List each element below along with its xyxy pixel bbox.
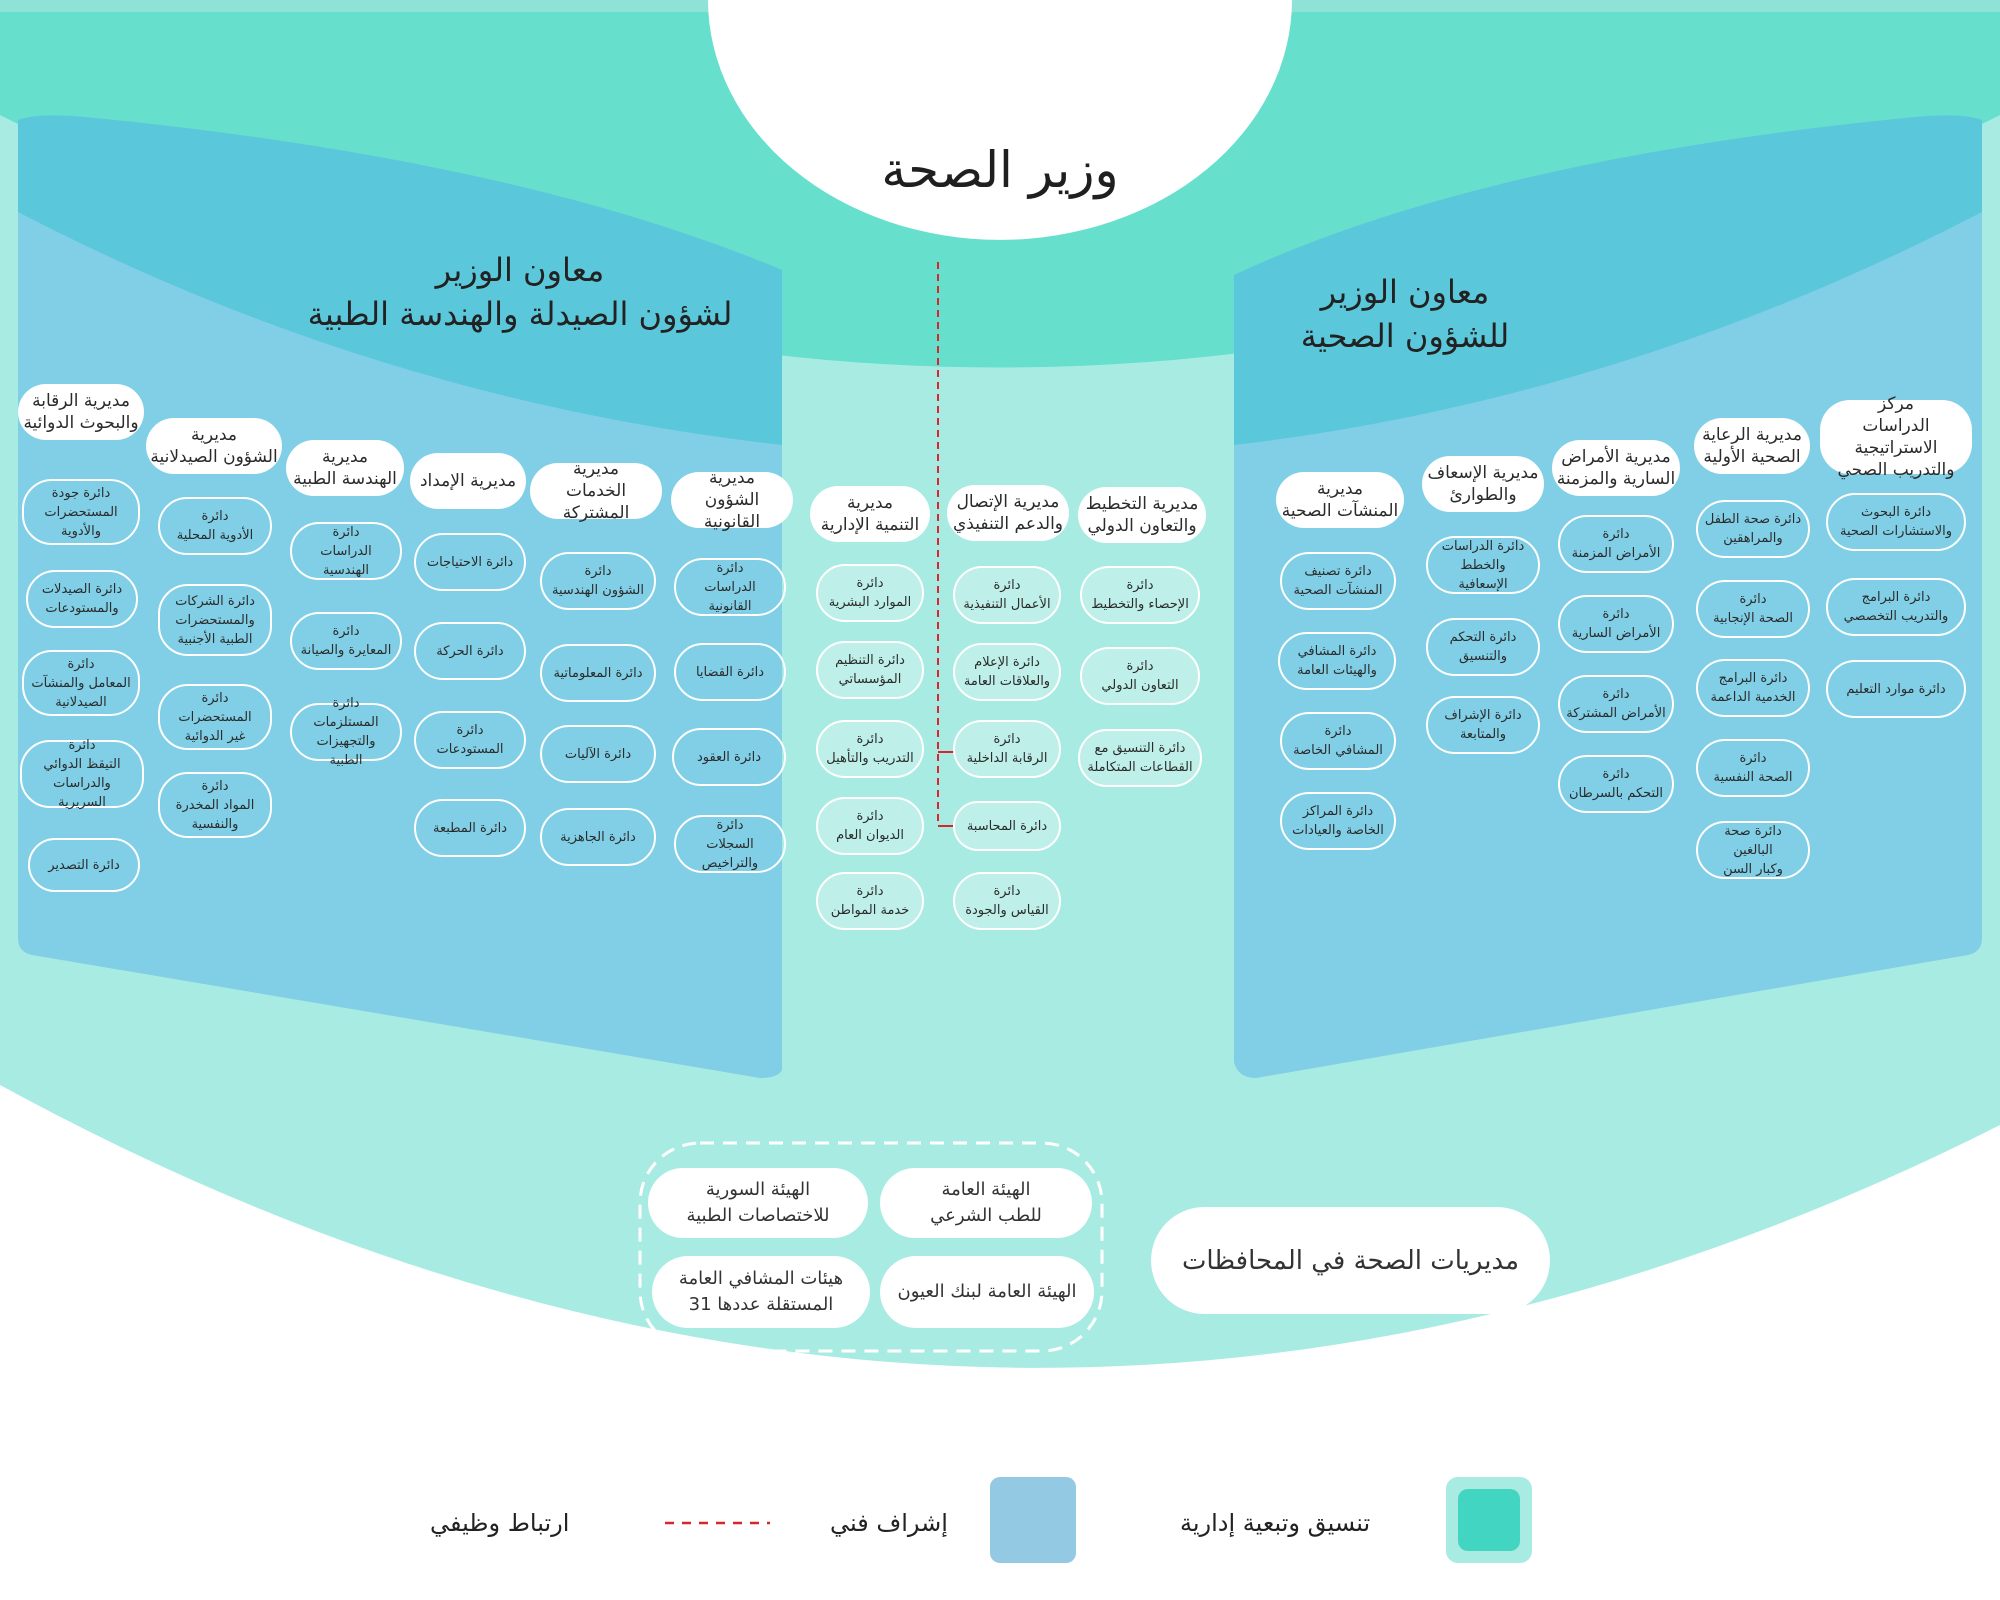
minister-title: وزير الصحة [881,141,1119,199]
entity-group-frame [638,1141,1104,1353]
department-box: دائرة الإشراف والمتابعة [1426,696,1540,754]
department-box: دائرة صحة البالغين وكبار السن [1696,821,1810,879]
department-box: دائرة الإعلام والعلاقات العامة [953,643,1061,701]
directorate-header: مديرية الخدمات المشتركة [530,459,662,523]
department-box: دائرة الموارد البشرية [816,564,924,622]
directorate-header: مركز الدراسات الاستراتيجية والتدريب الصح… [1820,394,1972,480]
department-box: دائرة المشافي والهيئات العامة [1278,632,1396,690]
department-box: دائرة البحوث والاستشارات الصحية [1826,493,1966,551]
department-box: دائرة الدراسات الهندسية [290,522,402,580]
department-box: دائرة المستودعات [414,711,526,769]
department-box: دائرة العقود [672,728,786,786]
department-box: دائرة الحركة [414,622,526,680]
department-box: دائرة الصحة النفسية [1696,739,1810,797]
department-box: دائرة المحاسبة [953,801,1061,851]
directorate-header: مديرية الإمداد [410,453,526,509]
entity-hospitals-authorities: هيئات المشافي العامة المستقلة عددها 31 [652,1256,870,1328]
department-box: دائرة التحكم بالسرطان [1558,755,1674,813]
entity-governorate-directorates: مديريات الصحة في المحافظات [1151,1207,1550,1314]
department-box: دائرة الأعمال التنفيذية [953,566,1061,624]
department-box: دائرة الأمراض السارية [1558,595,1674,653]
entity-syrian-board: الهيئة السورية للاختصاصات الطبية [648,1168,868,1238]
legend-swatch-technical [990,1477,1076,1563]
department-box: دائرة التدريب والتأهيل [816,720,924,778]
department-box: دائرة المعلوماتية [540,644,656,702]
department-box: دائرة المعامل والمنشآت الصيدلانية [22,650,140,716]
department-box: دائرة التنسيق مع القطاعات المتكاملة [1078,729,1202,787]
department-box: دائرة السجلات والتراخيص [674,815,786,873]
department-box: دائرة خدمة المواطن [816,872,924,930]
entity-eye-bank: الهيئة العامة لبنك العيون [880,1256,1094,1328]
deputy-pharma-title: معاون الوزير لشؤون الصيدلة والهندسة الطب… [307,251,733,333]
deputy-health-title: معاون الوزير للشؤون الصحية [1300,273,1510,355]
directorate-header: مديرية الإتصال والدعم التنفيذي [947,485,1069,541]
legend-label-technical: إشراف فني [830,1509,948,1537]
department-box: دائرة البرامج الخدمية الداعمة [1696,659,1810,717]
directorate-header: مديرية الرعاية الصحية الأولية [1694,418,1810,474]
department-box: دائرة التصدير [28,838,140,892]
department-box: دائرة الإحصاء والتخطيط [1080,566,1200,624]
department-box: دائرة التحكم والتنسيق [1426,618,1540,676]
legend-label-coordination: تنسيق وتبعية إدارية [1180,1509,1371,1537]
minister-circle [708,0,1292,240]
department-box: دائرة الأدوية المحلية [158,497,272,555]
department-box: دائرة الأمراض المزمنة [1558,515,1674,573]
department-box: دائرة البرامج والتدريب التخصصي [1826,578,1966,636]
legend-swatch-coordination-inner [1458,1489,1520,1551]
department-box: دائرة موارد التعليم [1826,660,1966,718]
department-box: دائرة الاحتياجات [414,533,526,591]
department-box: دائرة الجاهزية [540,808,656,866]
directorate-header: مديرية الشؤون الصيدلانية [146,418,282,474]
technical-overlap-left [18,115,782,445]
department-box: دائرة الآليات [540,725,656,783]
directorate-header: مديرية التخطيط والتعاون الدولي [1078,487,1206,543]
department-box: دائرة الشؤون الهندسية [540,552,656,610]
department-box: دائرة الصيدلات والمستودعات [26,570,138,628]
directorate-header: مديرية الشؤون القانونية [671,468,793,532]
directorate-header: مديرية المنشآت الصحية [1276,472,1404,528]
department-box: دائرة المشافي الخاصة [1280,712,1396,770]
department-box: دائرة الشركات والمستحضرات الطبية الأجنبي… [158,584,272,656]
department-box: دائرة المستلزمات والتجهيزات الطبية [290,696,402,768]
department-box: دائرة الدراسات والخطط الإسعافية [1426,536,1540,594]
department-box: دائرة الصحة الإنجابية [1696,580,1810,638]
department-box: دائرة تصنيف المنشآت الصحية [1280,552,1396,610]
directorate-header: مديرية الأمراض السارية والمزمنة [1552,440,1680,496]
department-box: دائرة الرقابة الداخلية [953,720,1061,778]
department-box: دائرة المستحضرات غير الدوائية [158,684,272,750]
directorate-header: مديرية الهندسة الطبية [286,440,404,496]
department-box: دائرة جودة المستحضرات والأدوية [22,479,140,545]
department-box: دائرة الدراسات القانونية [674,558,786,616]
entity-forensic-medicine: الهيئة العامة للطب الشرعي [880,1168,1092,1238]
department-box: دائرة القياس والجودة [953,872,1061,930]
directorate-header: مديرية التنمية الإدارية [810,486,930,542]
department-box: دائرة التيقظ الدوائي والدراسات السريرية [20,738,144,810]
department-box: دائرة الأمراض المشتركة [1558,675,1674,733]
legend-label-functional: ارتباط وظيفي [430,1509,570,1537]
technical-overlap-right [1234,115,1982,445]
department-box: دائرة صحة الطفل والمراهقين [1696,500,1810,558]
department-box: دائرة التعاون الدولي [1080,647,1200,705]
department-box: دائرة المعايرة والصيانة [290,612,402,670]
department-box: دائرة القضايا [674,643,786,701]
directorate-header: مديرية الإسعاف والطوارئ [1422,456,1544,512]
department-box: دائرة المواد المخدرة والنفسية [158,772,272,838]
department-box: دائرة المطبعة [414,799,526,857]
directorate-header: مديرية الرقابة والبحوث الدوائية [18,384,144,440]
department-box: دائرة المراكز الخاصة والعيادات [1280,792,1396,850]
department-box: دائرة الديوان العام [816,797,924,855]
department-box: دائرة التنظيم المؤسساتي [816,641,924,699]
